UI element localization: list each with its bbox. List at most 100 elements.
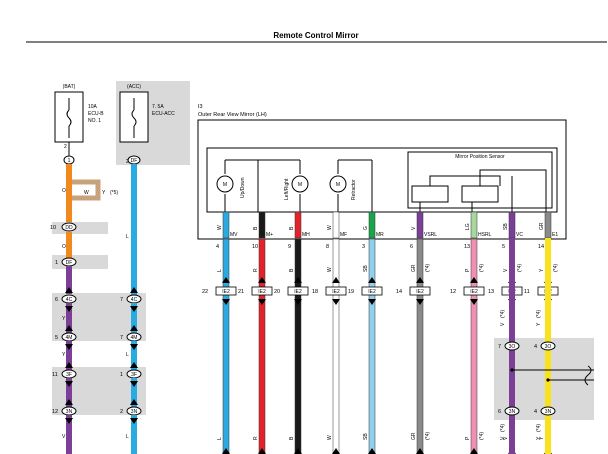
svg-text:7: 7 [120,297,123,303]
ie2-connector [215,286,237,296]
mirror-pin-number: 9 [288,244,291,250]
svg-text:ECU-ACC: ECU-ACC [152,111,175,117]
wire-note-lower: (*4) [425,432,431,440]
svg-text:DD: DD [65,225,73,231]
arrow-up [470,277,478,283]
mirror-pin-labels: WMV4BM+10BMH9WMF8GMR3VVSRL6LGHSRL13SBVC5… [216,211,558,250]
svg-text:1: 1 [55,260,58,266]
ie2-connector-id: IE2 [332,289,340,295]
wire-note-upper: (*4) [517,264,523,272]
mirror-pin-name: MR [376,232,384,238]
mirror-pin-name: VC [516,232,523,238]
svg-text:V: V [62,434,66,440]
arrow-bottom [470,448,478,454]
svg-text:3O: 3O [545,344,552,350]
svg-text:2: 2 [126,159,129,165]
mirror-pin-number: 13 [464,244,470,250]
harness-wire [470,238,478,454]
left-arrows [65,287,138,424]
harness-wire [294,238,302,454]
ie2-connector-id: IE2 [294,289,302,295]
svg-text:Y: Y [536,436,542,440]
mirror-wire-color: G [363,226,369,230]
arrow-down [258,299,266,305]
svg-text:M: M [298,182,302,188]
arrow-up [416,277,424,283]
ie2-connector [361,286,383,296]
mirror-pin-name: VSRL [424,232,437,238]
wire-color-upper: SB [363,265,369,272]
wire-color-lower: Y [539,436,545,440]
svg-text:11: 11 [52,372,58,378]
ie2-connector [409,286,431,296]
wire-color-lower: L [217,437,223,440]
svg-text:3N: 3N [545,409,552,415]
wire-note-upper: (*4) [553,264,559,272]
svg-text:Left/Right: Left/Right [284,178,290,200]
ie2-wires: IE222LLIE221RRIE220BBIE218WWIE219SBSBIE2… [202,238,559,454]
svg-text:I3: I3 [198,104,203,110]
mirror-internal-wire [544,211,552,239]
harness-wire [416,238,424,454]
svg-text:4: 4 [534,344,537,350]
arrow-down [332,299,340,305]
arrow-up [368,277,376,283]
svg-text:4C: 4C [131,297,138,303]
arrow-up [258,277,266,283]
svg-text:O: O [62,244,66,250]
wire-color-upper: V [503,268,509,272]
svg-text:M: M [336,182,340,188]
arrow-down [470,299,478,305]
mirror-pin-name: MH [302,232,310,238]
ie2-connector-id: IE2 [222,289,230,295]
fuse-ecu-b: (BAT) 10A ECU-B NO. 1 2 1 [54,84,104,165]
mirror-pin-name: MF [340,232,347,238]
svg-text:6: 6 [55,297,58,303]
svg-text:W: W [84,190,89,196]
mirror-internal-wire [508,211,516,239]
arrow-bottom [368,448,376,454]
mirror-wire-color: B [289,226,295,230]
wire-color-upper: R [253,268,259,272]
wire-color-lower: W [327,435,333,440]
wire-color-lower: V [503,436,509,440]
arrow-bottom [332,448,340,454]
arrow-up [222,277,230,283]
wire-note-upper: (*4) [479,264,485,272]
wire-note-lower: (*4) [479,432,485,440]
svg-text:3F: 3F [131,372,137,378]
svg-text:4C: 4C [66,297,73,303]
wire-color-lower: GR [411,432,417,440]
mirror-internal-wire [368,211,376,239]
svg-text:10: 10 [50,225,56,231]
mirror-pin-name: E1 [552,232,558,238]
ie2-pin-number: 11 [524,289,530,295]
fuse-ecu-acc: (ACC) 7. 5A ECU-ACC 2 DF [119,84,175,165]
ie2-connector-id: IE2 [258,289,266,295]
ie2-pin-number: 21 [238,289,244,295]
mirror-pin-number: 4 [216,244,219,250]
svg-text:DF: DF [131,158,138,164]
svg-text:(*5): (*5) [110,190,118,196]
svg-text:Y: Y [536,322,542,326]
ie2-pin-number: 22 [202,289,208,295]
svg-text:7: 7 [120,335,123,341]
svg-text:3N: 3N [66,409,73,415]
wire-note-upper: (*4) [425,264,431,272]
wire-color-lower: SB [363,433,369,440]
mirror-pin-number: 6 [410,244,413,250]
svg-text:O: O [62,188,66,194]
svg-text:2: 2 [120,409,123,415]
ie2-pin-number: 18 [312,289,318,295]
svg-text:L: L [126,352,129,358]
svg-text:NO. 1: NO. 1 [88,118,101,124]
ie2-connector-id: IE2 [368,289,376,295]
mirror-internal-wire [416,211,424,239]
mirror-pin-name: MV [230,232,238,238]
wire-color-lower: P [465,436,471,440]
wire-color-upper: P [465,268,471,272]
mirror-wire-color: V [411,226,417,230]
svg-text:3N: 3N [509,409,516,415]
svg-text:Y: Y [62,352,66,358]
svg-text:Up/Down: Up/Down [240,177,246,198]
